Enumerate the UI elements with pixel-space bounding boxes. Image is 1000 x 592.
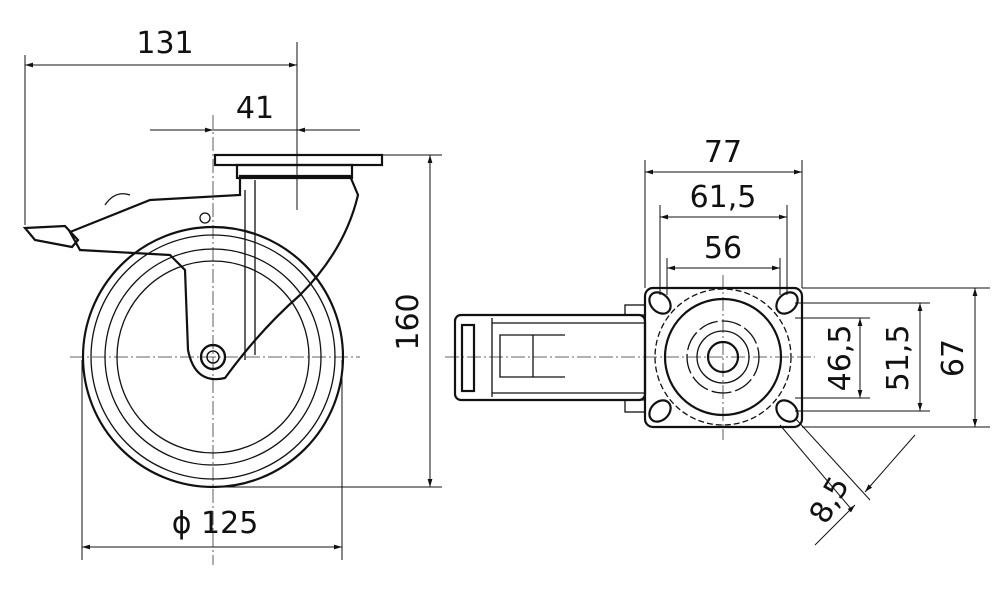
dim-hole-spacing-inner: 56 (704, 231, 742, 266)
brake-bracket (453, 304, 647, 413)
dim-wheel-diameter: ϕ 125 (172, 506, 259, 541)
dim-plate-height: 67 (936, 339, 971, 377)
dim-hole-spacing-v-inner: 46,5 (823, 325, 858, 392)
top-view: 77 61,5 56 46,5 51,5 67 8,5 (445, 135, 990, 546)
dim-hole-spacing-v-outer: 51,5 (881, 325, 916, 392)
dim-plate-width: 77 (704, 135, 742, 170)
dim-hole-spacing-outer: 61,5 (690, 180, 757, 215)
top-plate (213, 153, 384, 167)
wheel (81, 225, 345, 489)
dim-overall-length: 131 (136, 26, 193, 61)
side-view: 131 41 160 ϕ 125 (22, 26, 442, 565)
fork (68, 163, 360, 381)
mounting-plate (643, 286, 804, 429)
bolt-holes (648, 291, 799, 423)
dim-height: 160 (391, 293, 426, 350)
dim-offset: 41 (236, 91, 274, 126)
dim-bolt-hole: 8,5 (803, 471, 857, 530)
brake-lever (22, 224, 80, 249)
kingpin (706, 340, 740, 374)
